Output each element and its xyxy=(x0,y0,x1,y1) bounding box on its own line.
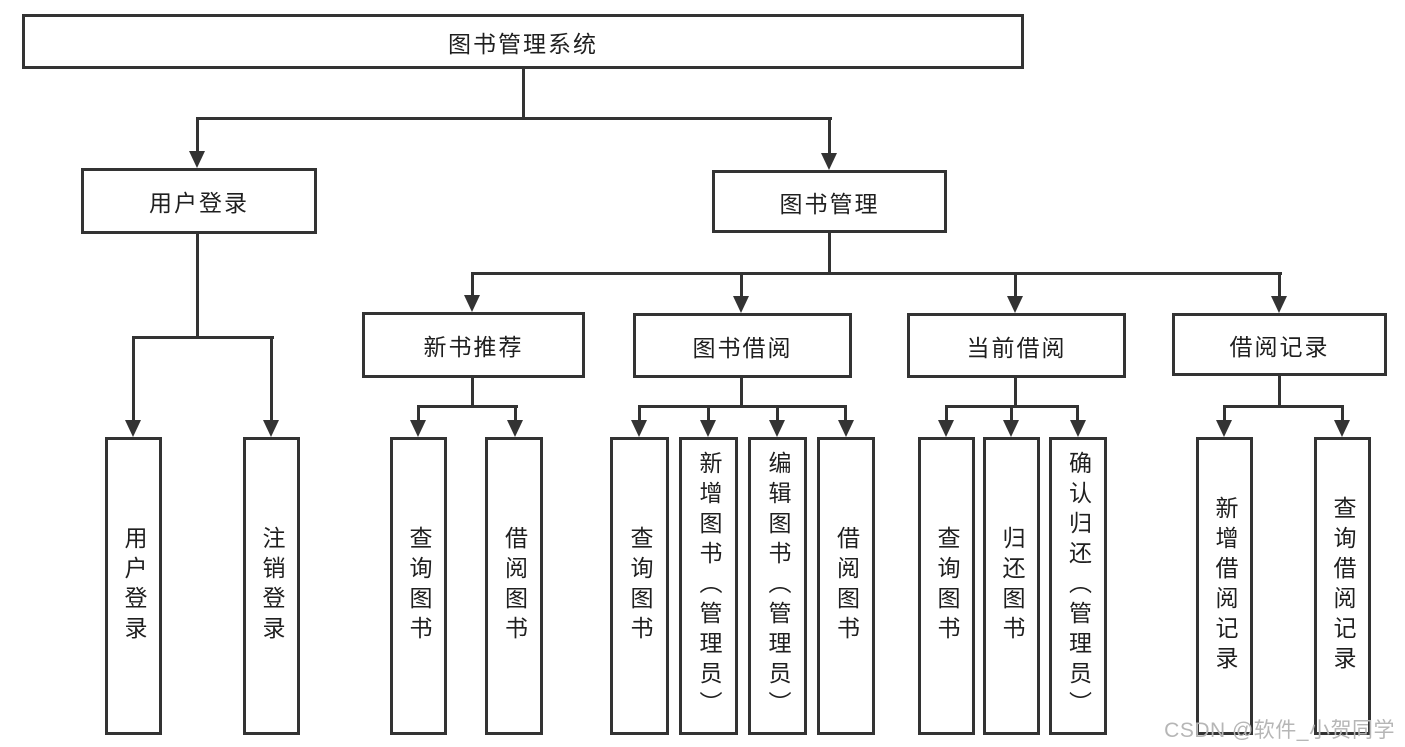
arrowhead-down-icon xyxy=(1271,296,1287,313)
leaf-confirm-return-admin-label: 确认归还（管理员） xyxy=(1065,451,1092,721)
arrowhead-down-icon xyxy=(733,296,749,313)
leaf-user-login-label: 用户登录 xyxy=(121,526,147,646)
node-book-borrow-label: 图书借阅 xyxy=(692,334,793,361)
arrowhead-down-icon xyxy=(464,295,480,312)
connector-vline xyxy=(514,405,517,423)
connector-vline xyxy=(1076,405,1079,423)
arrowhead-down-icon xyxy=(938,420,954,437)
connector-vline xyxy=(1223,405,1226,423)
leaf-return-books: 归还图书 xyxy=(983,437,1040,735)
leaf-current-query-books: 查询图书 xyxy=(918,437,975,735)
connector-vline xyxy=(471,272,474,298)
arrowhead-down-icon xyxy=(125,420,141,437)
connector-hline xyxy=(196,117,832,120)
arrowhead-down-icon xyxy=(821,153,837,170)
arrowhead-down-icon xyxy=(1334,420,1350,437)
node-book-borrow: 图书借阅 xyxy=(633,313,852,378)
connector-vline xyxy=(1278,272,1281,299)
connector-vline xyxy=(522,69,525,120)
arrowhead-down-icon xyxy=(1003,420,1019,437)
node-borrow-records-label: 借阅记录 xyxy=(1229,333,1330,360)
arrowhead-down-icon xyxy=(1216,420,1232,437)
leaf-edit-book-admin: 编辑图书（管理员） xyxy=(748,437,807,735)
node-user-login-label: 用户登录 xyxy=(149,190,249,216)
connector-vline xyxy=(828,233,831,275)
arrowhead-down-icon xyxy=(410,420,426,437)
connector-vline xyxy=(1010,405,1013,423)
leaf-confirm-return-admin: 确认归还（管理员） xyxy=(1049,437,1107,735)
leaf-newbooks-query-books-label: 查询图书 xyxy=(406,526,432,646)
connector-vline xyxy=(638,405,641,423)
leaf-logout: 注销登录 xyxy=(243,437,300,735)
leaf-add-borrow-record: 新增借阅记录 xyxy=(1196,437,1253,735)
leaf-add-book-admin: 新增图书（管理员） xyxy=(679,437,738,735)
leaf-return-books-label: 归还图书 xyxy=(999,526,1025,646)
arrowhead-down-icon xyxy=(189,151,205,168)
arrowhead-down-icon xyxy=(263,420,279,437)
arrowhead-down-icon xyxy=(507,420,523,437)
leaf-add-book-admin-label: 新增图书（管理员） xyxy=(696,451,722,721)
connector-vline xyxy=(844,405,847,423)
node-current-borrow-label: 当前借阅 xyxy=(966,334,1067,361)
connector-hline xyxy=(471,272,1282,275)
node-book-management: 图书管理 xyxy=(712,170,947,233)
connector-vline xyxy=(1341,405,1344,423)
connector-vline xyxy=(270,336,273,422)
connector-vline xyxy=(417,405,420,423)
arrowhead-down-icon xyxy=(1070,420,1086,437)
leaf-newbooks-query-books: 查询图书 xyxy=(390,437,447,735)
leaf-current-query-books-label: 查询图书 xyxy=(934,526,960,646)
connector-vline xyxy=(132,336,135,422)
leaf-borrow-borrow-books: 借阅图书 xyxy=(817,437,875,735)
leaf-borrow-query-books: 查询图书 xyxy=(610,437,669,735)
connector-hline xyxy=(132,336,274,339)
leaf-user-login: 用户登录 xyxy=(105,437,162,735)
leaf-borrow-query-books-label: 查询图书 xyxy=(627,526,653,646)
leaf-borrow-borrow-books-label: 借阅图书 xyxy=(833,526,860,646)
connector-vline xyxy=(471,378,474,408)
arrowhead-down-icon xyxy=(700,420,716,437)
connector-vline xyxy=(196,234,199,338)
node-book-management-label: 图书管理 xyxy=(779,190,880,217)
connector-vline xyxy=(828,117,831,156)
csdn-watermark: CSDN @软件_小贺同学 xyxy=(1164,719,1395,742)
leaf-query-borrow-record: 查询借阅记录 xyxy=(1314,437,1371,735)
leaf-query-borrow-record-label: 查询借阅记录 xyxy=(1330,496,1356,676)
connector-vline xyxy=(1278,376,1281,408)
connector-vline xyxy=(196,117,199,154)
arrowhead-down-icon xyxy=(1007,296,1023,313)
connector-hline xyxy=(1223,405,1344,408)
arrowhead-down-icon xyxy=(838,420,854,437)
leaf-edit-book-admin-label: 编辑图书（管理员） xyxy=(765,451,791,721)
node-borrow-records: 借阅记录 xyxy=(1172,313,1387,376)
connector-hline xyxy=(417,405,518,408)
node-new-book-recommend: 新书推荐 xyxy=(362,312,585,378)
node-root: 图书管理系统 xyxy=(22,14,1024,69)
connector-hline xyxy=(638,405,847,408)
leaf-newbooks-borrow-books: 借阅图书 xyxy=(485,437,543,735)
arrowhead-down-icon xyxy=(769,420,785,437)
connector-vline xyxy=(707,405,710,423)
node-current-borrow: 当前借阅 xyxy=(907,313,1126,378)
leaf-add-borrow-record-label: 新增借阅记录 xyxy=(1212,496,1238,676)
connector-vline xyxy=(776,405,779,423)
connector-vline xyxy=(1014,378,1017,408)
connector-vline xyxy=(740,378,743,408)
node-root-label: 图书管理系统 xyxy=(448,30,598,57)
connector-vline xyxy=(1014,272,1017,299)
node-user-login: 用户登录 xyxy=(81,168,317,234)
node-new-book-recommend-label: 新书推荐 xyxy=(423,334,524,360)
leaf-logout-label: 注销登录 xyxy=(259,526,285,646)
connector-vline xyxy=(740,272,743,299)
leaf-newbooks-borrow-books-label: 借阅图书 xyxy=(501,526,528,646)
connector-vline xyxy=(945,405,948,423)
arrowhead-down-icon xyxy=(631,420,647,437)
